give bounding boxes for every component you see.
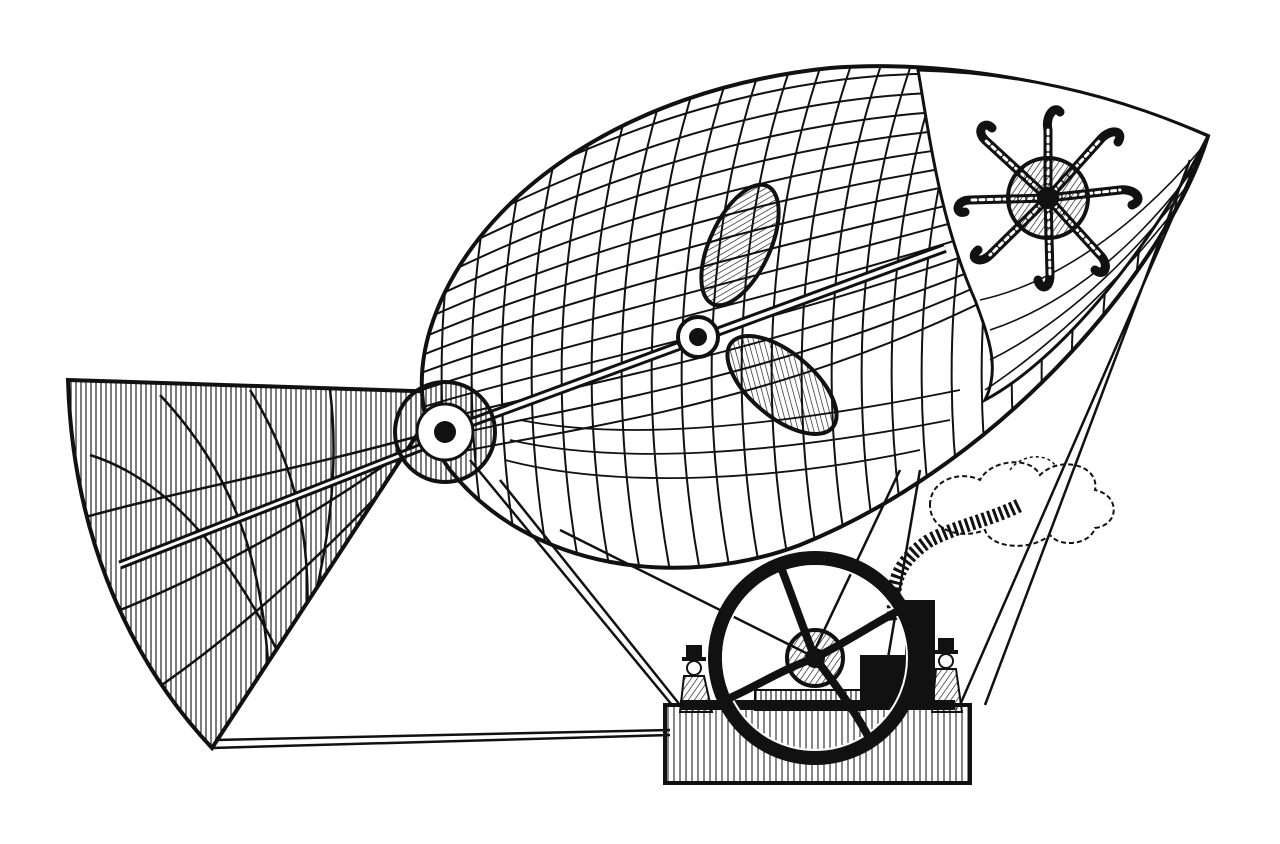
propeller-icon <box>676 182 839 436</box>
left-figure <box>678 645 714 713</box>
net-line <box>800 66 861 568</box>
net-line <box>650 66 711 568</box>
tail-hub-icon <box>393 380 497 484</box>
net-line <box>1190 66 1208 568</box>
smoke-icon <box>886 456 1115 621</box>
steering-wheel-icon <box>953 105 1143 292</box>
right-figure <box>930 638 964 713</box>
figure-icon <box>678 638 964 713</box>
gondola-icon <box>663 600 972 785</box>
net-line <box>710 66 771 568</box>
net-line <box>680 66 741 568</box>
fan-tail-icon <box>65 377 449 752</box>
flywheel-icon <box>708 551 922 765</box>
net-line <box>740 66 801 568</box>
